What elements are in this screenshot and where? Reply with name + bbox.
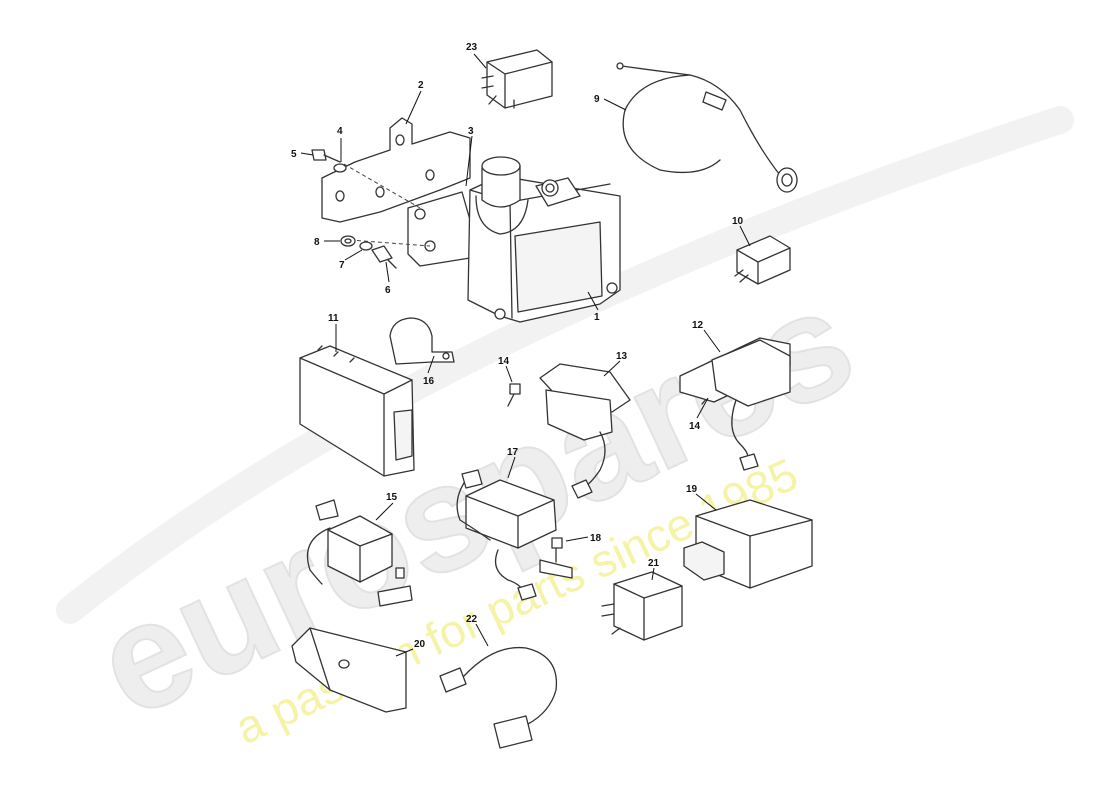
callout-1[interactable]: 1 — [594, 312, 600, 323]
callout-20[interactable]: 20 — [414, 639, 426, 650]
callout-19[interactable]: 19 — [686, 484, 698, 495]
callout-10[interactable]: 10 — [732, 216, 744, 227]
part-21-relay[interactable] — [601, 571, 683, 641]
part-16-clamp[interactable] — [389, 317, 455, 365]
callout-14a[interactable]: 14 — [498, 356, 510, 367]
callout-18[interactable]: 18 — [590, 533, 602, 544]
callout-14b[interactable]: 14 — [689, 421, 701, 432]
part-22-harness[interactable] — [439, 646, 558, 749]
part-18-bolt[interactable] — [551, 537, 563, 563]
part-8-washer[interactable] — [340, 235, 356, 247]
part-19-ecu[interactable] — [683, 499, 813, 589]
part-23-relay[interactable] — [481, 49, 553, 109]
watermark-swoosh — [56, 106, 1074, 624]
callout-4[interactable]: 4 — [337, 126, 343, 137]
callout-13[interactable]: 13 — [616, 351, 628, 362]
callout-16[interactable]: 16 — [423, 376, 435, 387]
callout-6[interactable]: 6 — [385, 285, 391, 296]
callout-11[interactable]: 11 — [328, 313, 339, 324]
callouts: 23 9 2 3 4 5 8 7 6 1 10 11 16 14 13 12 1 — [291, 42, 751, 657]
callout-23[interactable]: 23 — [466, 42, 478, 53]
callout-3[interactable]: 3 — [468, 126, 474, 137]
part-13-sensor[interactable] — [539, 363, 631, 499]
callout-12[interactable]: 12 — [692, 320, 704, 331]
callout-8[interactable]: 8 — [314, 237, 320, 248]
part-14-bolt-a[interactable] — [507, 383, 521, 407]
callout-21[interactable]: 21 — [648, 558, 660, 569]
assembly-lines — [343, 163, 431, 247]
part-4-nut[interactable] — [333, 163, 347, 173]
part-9-sensor-cable[interactable] — [616, 62, 798, 193]
callout-22[interactable]: 22 — [466, 614, 478, 625]
part-12-sensor[interactable] — [679, 337, 791, 471]
part-2-bracket[interactable] — [321, 117, 471, 223]
part-11-control-module[interactable] — [299, 345, 415, 477]
callout-9[interactable]: 9 — [594, 94, 600, 105]
part-3-mounting-plate[interactable] — [407, 191, 471, 267]
part-15-sensor[interactable] — [306, 499, 413, 607]
callout-7[interactable]: 7 — [339, 260, 345, 271]
part-7-washer[interactable] — [359, 241, 373, 251]
part-20-bracket[interactable] — [291, 627, 407, 713]
part-5-bolt[interactable] — [311, 149, 341, 163]
part-1-abs-modulator[interactable] — [467, 156, 621, 323]
part-6-bolt[interactable] — [371, 245, 397, 269]
part-17-sensor[interactable] — [456, 469, 573, 601]
callout-15[interactable]: 15 — [386, 492, 398, 503]
part-10-relay[interactable] — [734, 235, 791, 285]
callout-2[interactable]: 2 — [418, 80, 424, 91]
callout-17[interactable]: 17 — [507, 447, 519, 458]
callout-5[interactable]: 5 — [291, 149, 297, 160]
